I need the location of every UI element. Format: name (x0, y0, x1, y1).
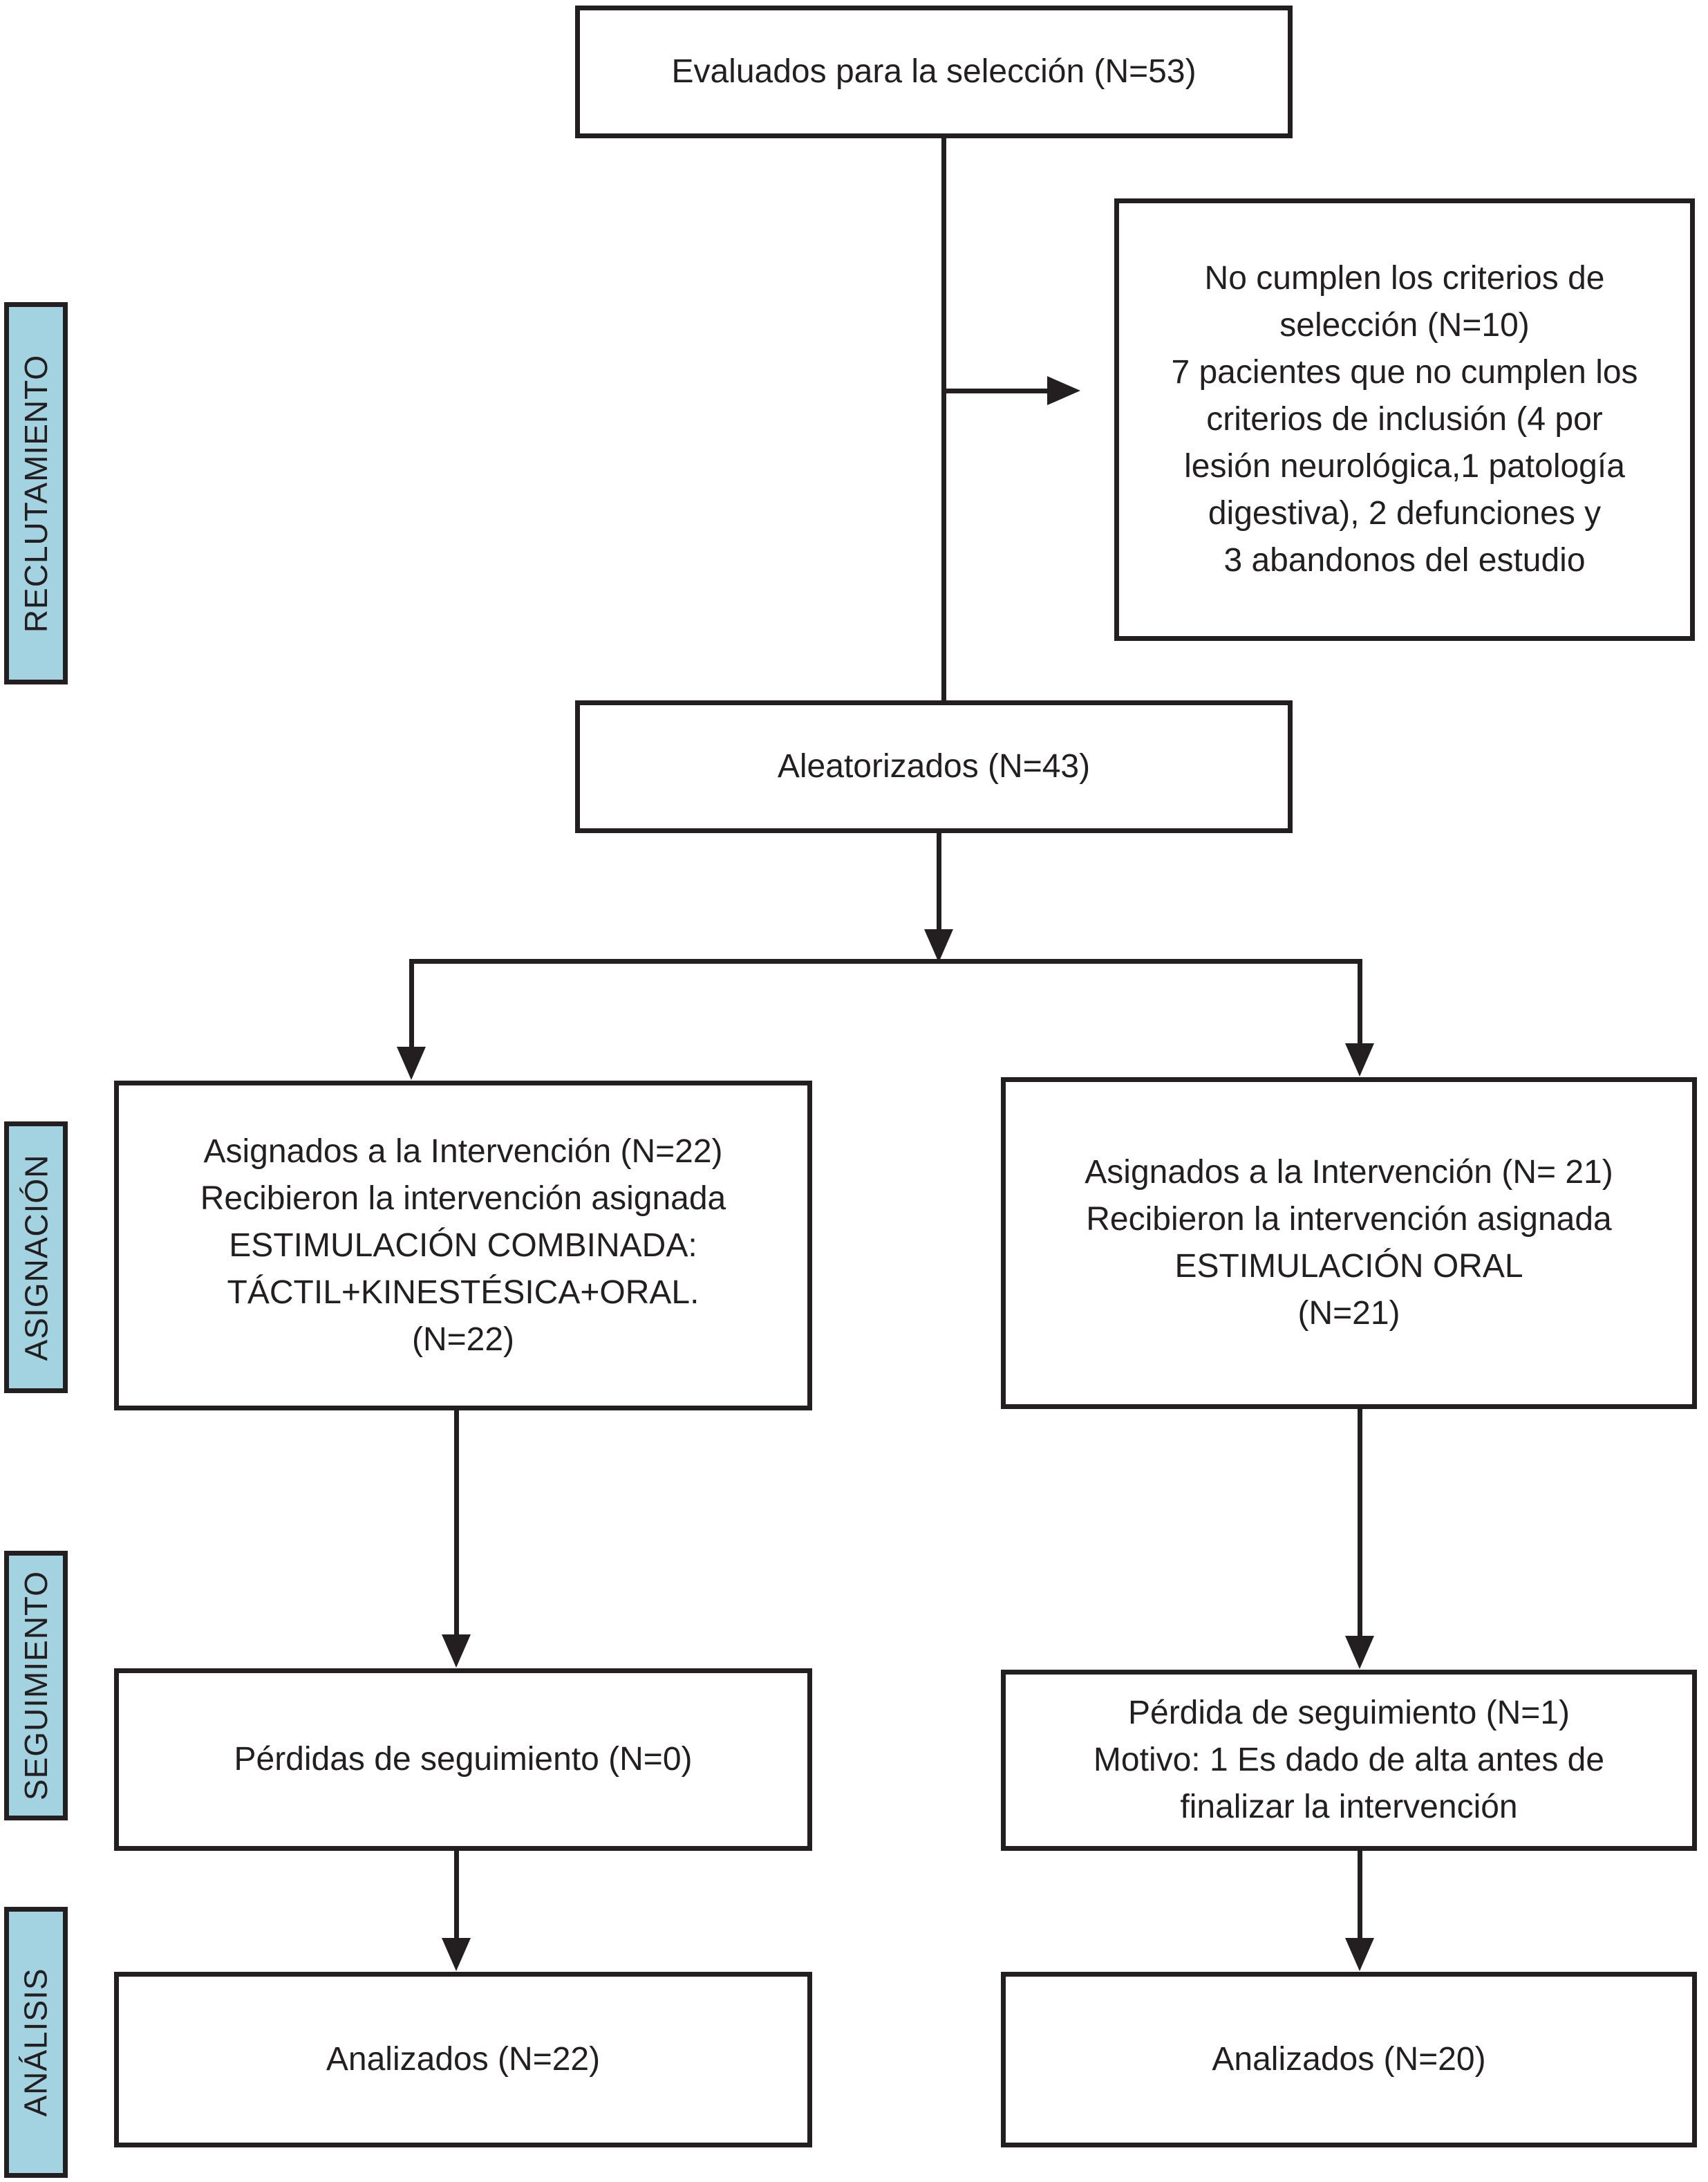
stage-reclutamiento-label: RECLUTAMIENTO (18, 354, 54, 633)
stage-analisis-label: ANÁLISIS (18, 1968, 54, 2117)
stage-seguimiento-label: SEGUIMIENTO (18, 1570, 55, 1801)
box-perdida-oral-text: Pérdida de seguimiento (N=1) Motivo: 1 E… (1093, 1695, 1605, 1825)
connector-aleatorizados-to-branch (937, 833, 941, 930)
box-analizados-oral: Analizados (N=20) (1001, 1972, 1697, 2147)
connector-evaluados-to-aleatorizados (941, 138, 946, 700)
connector-to-exclusion (944, 389, 1049, 393)
box-asignados-oral: Asignados a la Intervención (N= 21) Reci… (1001, 1077, 1697, 1409)
box-perdida-oral: Pérdida de seguimiento (N=1) Motivo: 1 E… (1001, 1670, 1697, 1851)
connector-oral-to-seguimiento (1358, 1409, 1362, 1636)
box-evaluados: Evaluados para la selección (N=53) (575, 6, 1293, 138)
box-aleatorizados-text: Aleatorizados (N=43) (777, 748, 1091, 785)
arrowhead-exclusion (1047, 376, 1080, 405)
box-no-cumplen-criterios-text: No cumplen los criterios de selección (N… (1171, 260, 1638, 579)
box-asignados-combinada-text: Asignados a la Intervención (N=22) Recib… (200, 1132, 726, 1358)
box-perdidas-combinada-text: Pérdidas de seguimiento (N=0) (234, 1741, 693, 1778)
box-evaluados-text: Evaluados para la selección (N=53) (671, 53, 1196, 90)
box-no-cumplen-criterios: No cumplen los criterios de selección (N… (1114, 198, 1695, 641)
arrowhead-branch (924, 929, 953, 962)
connector-combinada-to-seguimiento (454, 1410, 459, 1635)
box-aleatorizados: Aleatorizados (N=43) (575, 700, 1293, 833)
connector-seguimiento-to-analisis-left (454, 1851, 459, 1939)
arrowhead-seguimiento-right (1345, 1636, 1374, 1669)
connector-seguimiento-to-analisis-right (1358, 1851, 1362, 1939)
stage-analisis: ANÁLISIS (4, 1907, 68, 2178)
connector-branch-to-oral (1358, 959, 1362, 1044)
branch-horizontal-line (409, 959, 1362, 964)
stage-seguimiento: SEGUIMIENTO (4, 1551, 68, 1820)
arrowhead-analisis-left (442, 1938, 471, 1971)
stage-reclutamiento: RECLUTAMIENTO (4, 302, 68, 684)
arrowhead-seguimiento-left (442, 1634, 471, 1668)
arrowhead-combinada (397, 1047, 426, 1080)
stage-asignacion: ASIGNACIÓN (4, 1121, 68, 1393)
stage-asignacion-label: ASIGNACIÓN (18, 1154, 55, 1361)
box-perdidas-combinada: Pérdidas de seguimiento (N=0) (114, 1668, 812, 1851)
box-asignados-combinada: Asignados a la Intervención (N=22) Recib… (114, 1081, 812, 1410)
box-asignados-oral-text: Asignados a la Intervención (N= 21) Reci… (1085, 1154, 1613, 1332)
arrowhead-oral (1345, 1043, 1374, 1076)
box-analizados-combinada-text: Analizados (N=22) (326, 2041, 601, 2078)
box-analizados-combinada: Analizados (N=22) (114, 1972, 812, 2147)
connector-branch-to-combinada (409, 959, 414, 1047)
box-analizados-oral-text: Analizados (N=20) (1212, 2041, 1486, 2078)
arrowhead-analisis-right (1345, 1938, 1374, 1971)
